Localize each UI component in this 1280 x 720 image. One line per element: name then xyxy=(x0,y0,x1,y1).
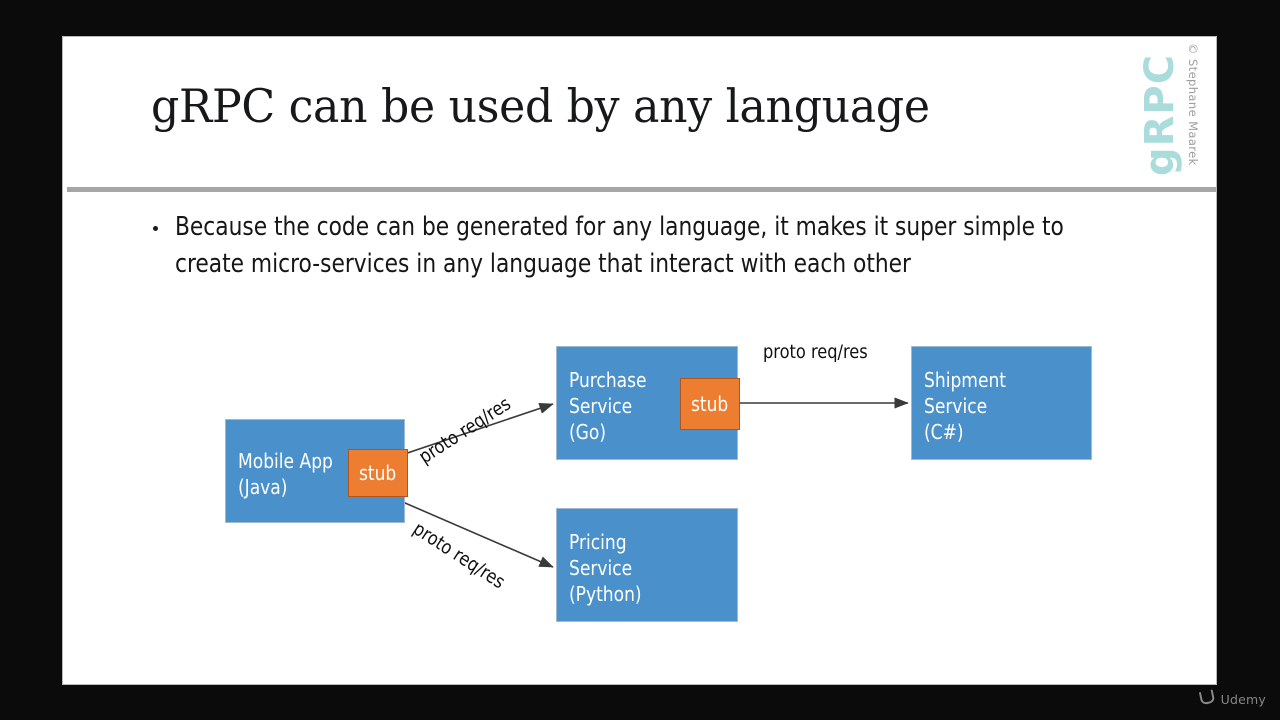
bullet-text: Because the code can be generated for an… xyxy=(175,212,1064,279)
node-pricing-service-label: Pricing Service (Python) xyxy=(569,530,642,606)
edge-label-mobile-to-pricing: proto req/res xyxy=(409,517,509,594)
stub-mobile-app-label: stub xyxy=(359,461,397,485)
grpc-logo-icon: gRPC xyxy=(1137,54,1183,176)
udemy-logo-icon xyxy=(1198,688,1216,710)
udemy-watermark: Udemy xyxy=(1198,688,1266,710)
edge-label-mobile-to-purchase: proto req/res xyxy=(415,392,515,469)
node-purchase-service: Purchase Service (Go) xyxy=(556,346,738,460)
bullet-list: Because the code can be generated for an… xyxy=(151,209,1141,283)
title-divider xyxy=(67,187,1216,192)
stub-purchase-service-label: stub xyxy=(691,392,729,416)
page-title: gRPC can be used by any language xyxy=(151,79,930,133)
copyright-text: © Stephane Maarek xyxy=(1186,43,1200,166)
stub-purchase-service: stub xyxy=(680,378,740,430)
stub-mobile-app: stub xyxy=(348,449,408,497)
edge-label-purchase-to-shipment: proto req/res xyxy=(763,341,868,363)
edge-mobile-to-purchase xyxy=(344,403,554,475)
list-item: Because the code can be generated for an… xyxy=(151,209,1141,283)
slide-title-band: gRPC can be used by any language gRPC © … xyxy=(63,37,1216,187)
node-shipment-service: Shipment Service (C#) xyxy=(911,346,1092,460)
grpc-logo-text: gRPC xyxy=(1137,53,1183,177)
node-shipment-service-label: Shipment Service (C#) xyxy=(924,368,1007,444)
copyright-notice: © Stephane Maarek xyxy=(1180,37,1206,187)
udemy-wordmark: Udemy xyxy=(1220,691,1266,707)
node-pricing-service: Pricing Service (Python) xyxy=(556,508,738,622)
edge-mobile-to-pricing xyxy=(344,476,554,568)
presentation-slide: gRPC can be used by any language gRPC © … xyxy=(63,37,1216,684)
brand-corner: gRPC © Stephane Maarek xyxy=(1136,37,1216,187)
bullet-dot-icon xyxy=(153,226,158,231)
node-mobile-app: Mobile App (Java) xyxy=(225,419,405,523)
node-mobile-app-label: Mobile App (Java) xyxy=(238,449,333,499)
node-purchase-service-label: Purchase Service (Go) xyxy=(569,368,647,444)
